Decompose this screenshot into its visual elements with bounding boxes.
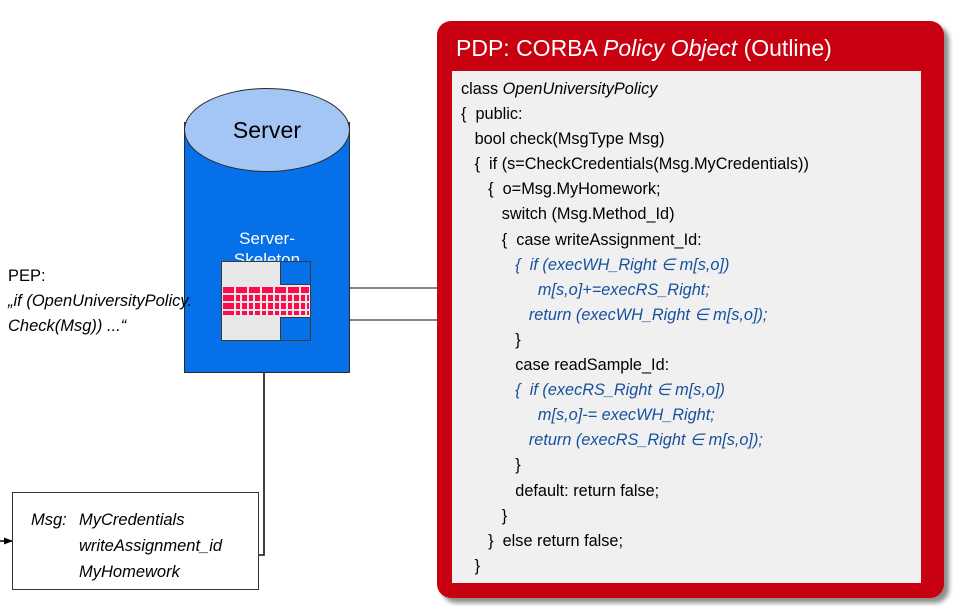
pep-caption: PEP: „if (OpenUniversityPolicy. Check(Ms… bbox=[8, 264, 233, 339]
server-cylinder-top: Server bbox=[184, 88, 350, 172]
pdp-title-part-1: PDP: CORBA bbox=[456, 35, 603, 61]
pdp-code-listing: class OpenUniversityPolicy { public: bool… bbox=[461, 77, 809, 583]
code-line-10: } bbox=[461, 330, 521, 349]
code-line-5: switch (Msg.Method_Id) bbox=[461, 205, 675, 224]
msg-box: Msg: MyCredentials writeAssignment_id MyH… bbox=[12, 492, 259, 590]
code-keyword: class bbox=[461, 80, 503, 98]
code-line-9: return (execWH_Right ∈ m[s,o]); bbox=[461, 305, 768, 324]
code-line-20: private: bbox=[461, 579, 809, 583]
server-label: Server bbox=[232, 116, 302, 143]
code-line-8: m[s,o]+=execRS_Right; bbox=[461, 280, 710, 299]
code-line-16: default: return false; bbox=[461, 481, 660, 500]
code-line-7: { if (execWH_Right ∈ m[s,o]) bbox=[461, 255, 730, 274]
msg-value-0: MyCredentials bbox=[79, 511, 185, 529]
code-line-6: { case writeAssignment_Id: bbox=[461, 230, 702, 249]
code-line-4: { o=Msg.MyHomework; bbox=[461, 180, 661, 199]
pep-title: PEP: bbox=[8, 267, 46, 285]
pep-notch-bottom bbox=[280, 317, 310, 340]
code-line-19: } bbox=[461, 556, 481, 575]
code-line-17: } bbox=[461, 506, 508, 525]
code-line-11: case readSample_Id: bbox=[461, 356, 670, 375]
msg-value-1: writeAssignment_id bbox=[79, 537, 223, 555]
code-line-0: class OpenUniversityPolicy bbox=[461, 77, 809, 102]
pdp-policy-panel: PDP: CORBA Policy Object (Outline) class… bbox=[437, 21, 944, 598]
code-line-12: { if (execRS_Right ∈ m[s,o]) bbox=[461, 381, 725, 400]
msg-box-content: Msg: MyCredentials writeAssignment_id MyH… bbox=[31, 507, 222, 585]
msg-row-1: Msg: MyCredentials bbox=[31, 507, 222, 533]
server-cylinder: Server Server- Skeleton bbox=[184, 88, 350, 373]
code-line-1: { public: bbox=[461, 105, 523, 124]
pep-notch-top bbox=[280, 262, 310, 285]
pep-quote: „if (OpenUniversityPolicy. Check(Msg)) .… bbox=[8, 292, 192, 335]
code-line-15: } bbox=[461, 456, 521, 475]
msg-row-3: MyHomework bbox=[31, 559, 222, 585]
msg-value-2: MyHomework bbox=[79, 563, 180, 581]
code-line-18: } else return false; bbox=[461, 531, 623, 550]
code-line-2: bool check(MsgType Msg) bbox=[461, 130, 665, 149]
brick-wall-icon bbox=[223, 287, 309, 315]
pdp-panel-title: PDP: CORBA Policy Object (Outline) bbox=[456, 35, 832, 62]
code-line-14: return (execRS_Right ∈ m[s,o]); bbox=[461, 431, 763, 450]
code-line-3: { if (s=CheckCredentials(Msg.MyCredentia… bbox=[461, 155, 809, 174]
pdp-code-panel: class OpenUniversityPolicy { public: bool… bbox=[452, 71, 921, 583]
pdp-title-part-2: (Outline) bbox=[737, 35, 832, 61]
code-line-13: m[s,o]-= execWH_Right; bbox=[461, 406, 715, 425]
pdp-title-part-italic: Policy Object bbox=[602, 35, 738, 61]
code-class-name: OpenUniversityPolicy bbox=[502, 80, 658, 98]
msg-row-2: writeAssignment_id bbox=[31, 533, 222, 559]
msg-label: Msg: bbox=[31, 511, 67, 529]
